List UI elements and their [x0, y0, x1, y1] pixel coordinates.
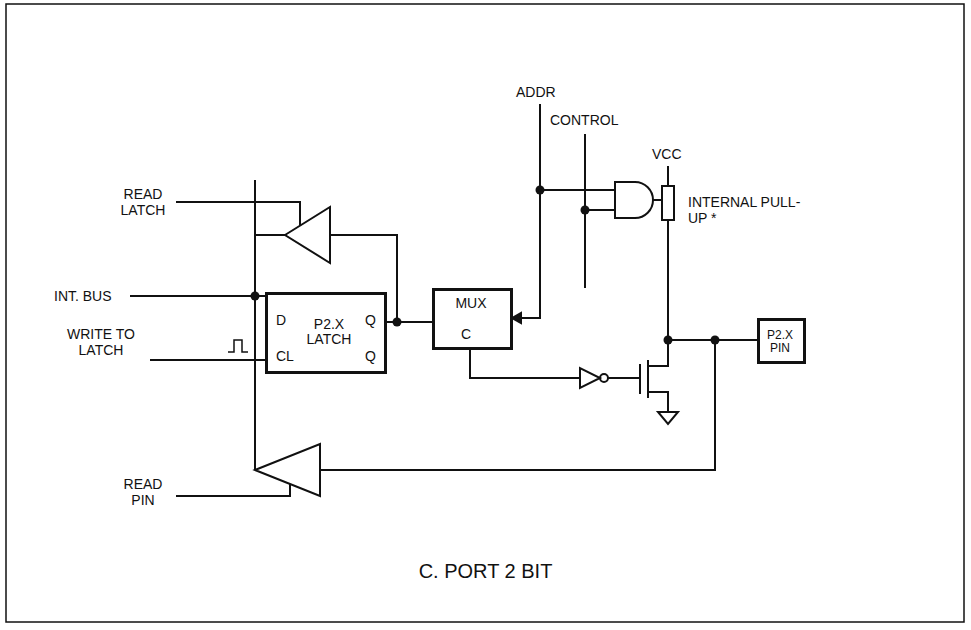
connector [387, 321, 432, 323]
ground-symbol [658, 412, 678, 424]
signal-name: INT. BUS [54, 288, 112, 304]
control-wire [176, 484, 290, 496]
wire [653, 199, 662, 201]
control-wire [176, 202, 300, 226]
signal-name: CONTROL [550, 112, 618, 128]
buffer-symbol [285, 207, 330, 263]
part-name: INTERNAL PULL-UP * [688, 194, 808, 226]
junction-dot [536, 186, 545, 195]
frame [6, 4, 964, 622]
supply-name: VCC [652, 146, 682, 162]
node-text: MUX [435, 296, 507, 311]
wire [648, 340, 668, 366]
junction-dot [581, 206, 590, 215]
clock-wire [150, 359, 265, 361]
node-text: CL [276, 349, 294, 364]
caption: C. PORT 2 BIT [0, 560, 971, 583]
signal-name: ADDR [516, 84, 556, 100]
wire [540, 189, 615, 191]
signal-name: READ LATCH [112, 186, 174, 218]
wire [648, 392, 668, 412]
node-text: P2.X PIN [760, 329, 800, 354]
node-text: D [276, 313, 286, 328]
signal-name: READ PIN [112, 476, 174, 508]
node-text: C [461, 327, 471, 342]
signal-name: WRITE TO LATCH [56, 326, 146, 358]
node-text: Q [365, 349, 376, 364]
and-gate [615, 182, 653, 218]
pulse-symbol [228, 340, 248, 352]
inverter-bubble [600, 374, 608, 382]
wire [667, 220, 669, 340]
arrowhead [512, 313, 521, 323]
junction-dot [251, 292, 260, 301]
bus-wire [254, 180, 256, 470]
resistor-symbol [662, 186, 674, 220]
inverter-symbol [580, 368, 600, 388]
latch-box: D Q P2.X LATCH CL Q [265, 292, 387, 374]
wire [255, 234, 285, 236]
wire [470, 350, 580, 378]
buffer-symbol [255, 444, 320, 496]
junction-dot [711, 336, 720, 345]
junction-dot [664, 336, 673, 345]
node-text: P2.X LATCH [298, 317, 360, 346]
wire [608, 377, 640, 379]
wire [667, 166, 669, 186]
mux-box: MUX C [432, 288, 513, 350]
bus-wire [130, 295, 265, 297]
pin-box: P2.X PIN [757, 318, 806, 364]
addr-wire [512, 104, 540, 318]
fet-gate [639, 364, 641, 394]
node-text: Q [365, 313, 376, 328]
